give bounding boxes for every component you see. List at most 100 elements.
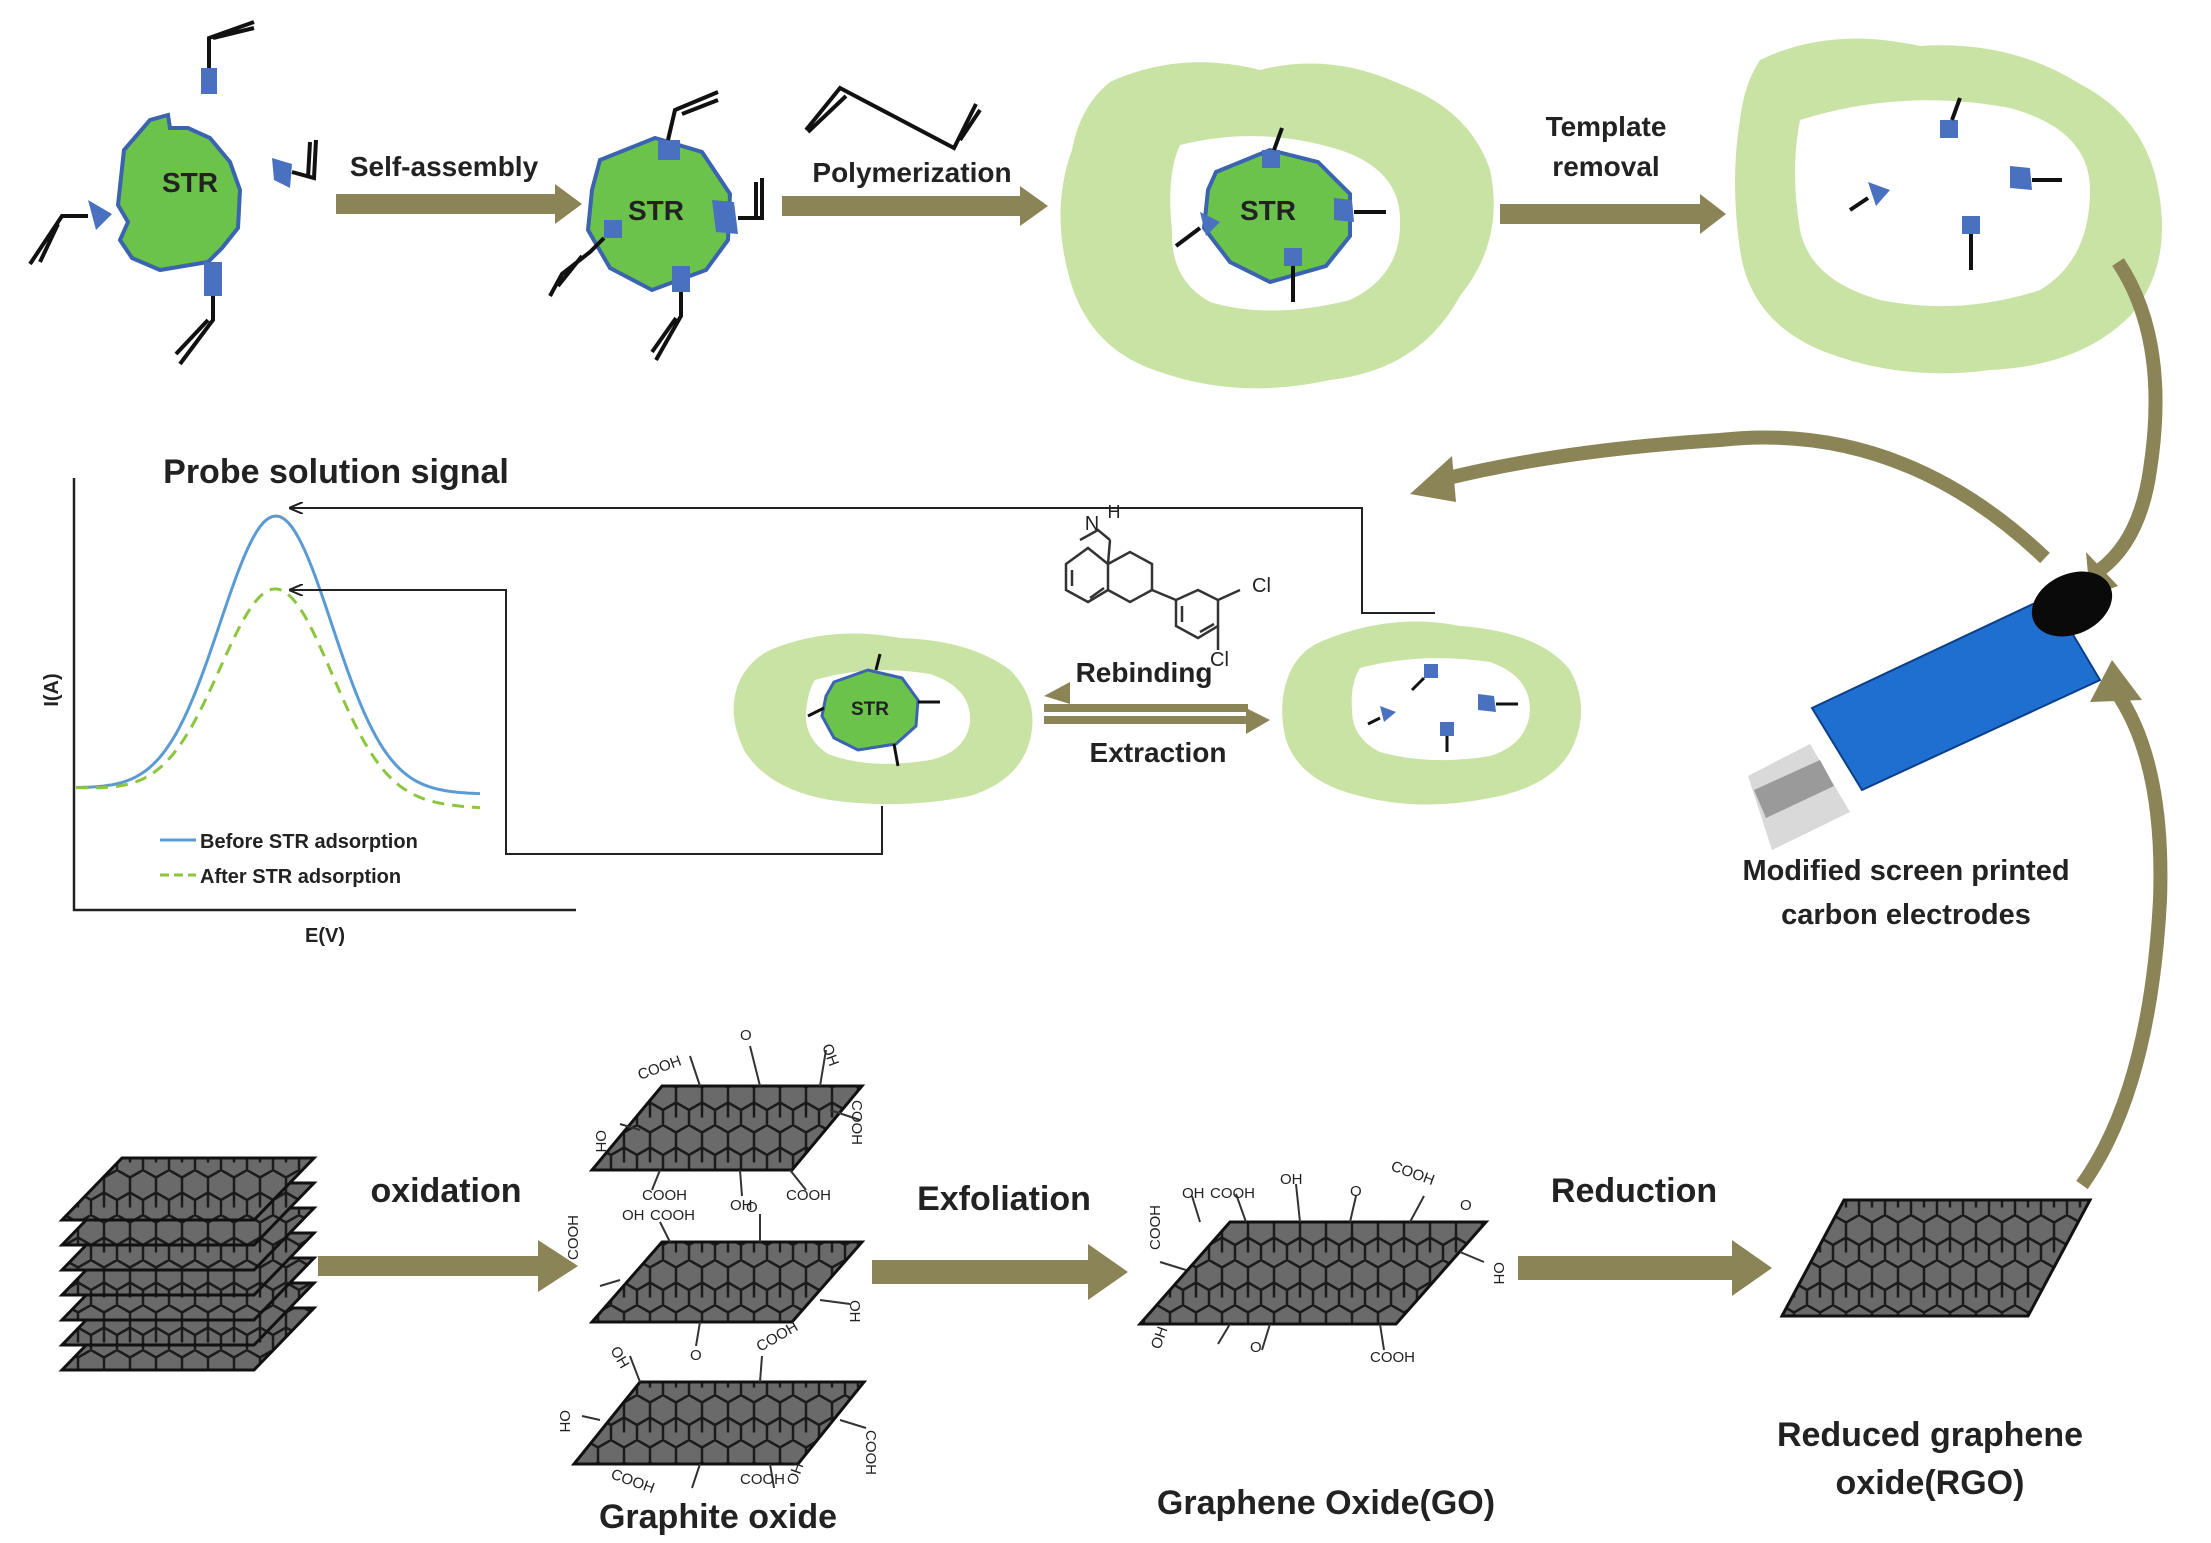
graph-title: Probe solution signal (163, 453, 509, 491)
extracted-polymer (1282, 621, 1582, 805)
rgo-label-1: Reduced graphene (1777, 1416, 2083, 1454)
extraction-arrow (1044, 716, 1248, 724)
str-label-rebound: STR (851, 699, 889, 720)
self-assembly-label: Self-assembly (350, 151, 539, 182)
monomer-top (201, 68, 217, 94)
svg-text:COOH: COOH (754, 1318, 801, 1355)
curve-arrow-to-electrode (2095, 258, 2163, 576)
svg-text:COOH: COOH (650, 1207, 695, 1224)
svg-text:COOH: COOH (642, 1187, 687, 1204)
svg-text:O: O (690, 1347, 702, 1364)
monomer-bottom (204, 262, 222, 296)
legend-before-label: Before STR adsorption (200, 831, 418, 853)
electrode-tip (2031, 571, 2113, 637)
signal-line-after (290, 590, 883, 855)
svg-text:O: O (1350, 1183, 1362, 1200)
svg-text:OH: OH (1490, 1262, 1507, 1285)
svg-text:COOH: COOH (786, 1187, 831, 1204)
graphene-oxide-sheet: OH COOH OH O COOH O OH COOH OH O COOH (1136, 1158, 1507, 1366)
electrode-label-2: carbon electrodes (1781, 899, 2031, 931)
curve-arrow-rgo-to-electrode (2076, 685, 2168, 1190)
svg-text:O: O (1460, 1197, 1472, 1214)
template-removal-label-1: Template (1546, 111, 1667, 142)
str-label-polymer: STR (1240, 195, 1296, 226)
monomer-left (88, 200, 112, 230)
graphite-oxide-stack (570, 1045, 868, 1489)
svg-text:OH: OH (1148, 1324, 1172, 1351)
svg-text:COOH: COOH (1210, 1185, 1255, 1202)
electrode-label-1: Modified screen printed (1742, 855, 2069, 887)
curve-arrow-to-middle (1438, 430, 2050, 564)
svg-text:O: O (746, 1199, 758, 1216)
sertraline-molecule-icon (1064, 528, 1241, 650)
graph-ylabel: I(A) (41, 673, 63, 706)
rebinding-label: Rebinding (1076, 657, 1213, 688)
exfoliation-label: Exfoliation (917, 1180, 1091, 1218)
polymerization-arrow (782, 186, 1048, 226)
svg-text:COOH: COOH (609, 1466, 657, 1497)
template-removal-arrow (1500, 194, 1726, 234)
svg-text:COOH: COOH (848, 1100, 865, 1145)
svg-text:OH: OH (784, 1460, 808, 1487)
extraction-label: Extraction (1090, 737, 1227, 768)
assembled-complex: STR (548, 90, 764, 361)
probe-signal-graph: Probe solution signal I(A) E(V) Before S… (41, 453, 576, 947)
str-label: STR (162, 167, 218, 198)
curve-before (76, 514, 481, 796)
rgo-sheet (1779, 1198, 2093, 1318)
exfoliation-arrow (872, 1244, 1128, 1300)
electrode-body (1810, 594, 2102, 792)
rebinding-arrow (1044, 696, 1248, 712)
svg-text:OH: OH (592, 1130, 609, 1153)
screen-printed-electrode: Modified screen printed carbon electrode… (1742, 571, 2113, 931)
self-assembly-arrow (336, 184, 582, 224)
atom-cl-1: Cl (1252, 575, 1271, 597)
svg-text:OH: OH (1182, 1185, 1205, 1202)
graph-axes (72, 478, 576, 912)
atom-h: H (1108, 502, 1121, 522)
extracted-cavity (1351, 658, 1530, 761)
svg-text:COOH: COOH (636, 1052, 684, 1083)
crosslinker-icon (804, 85, 982, 151)
graphite-oxide-label: Graphite oxide (599, 1498, 837, 1536)
graph-xlabel: E(V) (305, 925, 345, 947)
template-removal-label-2: removal (1552, 151, 1659, 182)
legend-after-label: After STR adsorption (200, 866, 401, 888)
polymerization-label: Polymerization (812, 157, 1011, 188)
oxidation-arrow (318, 1240, 578, 1292)
svg-text:O: O (740, 1027, 752, 1044)
graphite-stack (58, 1156, 318, 1372)
svg-text:COOH: COOH (862, 1430, 879, 1475)
equilibrium-arrows (1044, 682, 1270, 734)
svg-text:OH: OH (1280, 1171, 1303, 1188)
svg-text:COOH: COOH (1389, 1158, 1437, 1189)
imprinted-polymer (1735, 38, 2162, 374)
svg-text:O: O (1250, 1339, 1262, 1356)
imprinted-cavity (1795, 100, 2090, 307)
free-template-complex: STR (28, 20, 318, 366)
svg-text:COOH: COOH (740, 1471, 785, 1488)
reduction-label: Reduction (1551, 1172, 1717, 1210)
str-label-assembled: STR (628, 195, 684, 226)
svg-text:OH: OH (607, 1344, 633, 1372)
svg-text:COOH: COOH (1147, 1205, 1164, 1250)
svg-text:OH: OH (846, 1300, 863, 1323)
reduction-arrow (1518, 1240, 1772, 1296)
svg-text:OH: OH (818, 1042, 842, 1069)
svg-text:COOH: COOH (1370, 1349, 1415, 1366)
atom-cl-2: Cl (1210, 649, 1229, 671)
svg-text:OH: OH (730, 1197, 753, 1214)
monomer-right (272, 158, 292, 188)
curve-after (75, 587, 481, 810)
oxidation-label: oxidation (370, 1172, 521, 1210)
rebound-polymer: STR (733, 633, 1033, 805)
rgo-label-2: oxide(RGO) (1836, 1464, 2025, 1502)
str-template-assembled (585, 135, 733, 293)
svg-text:OH: OH (556, 1410, 573, 1433)
svg-text:OH: OH (622, 1207, 645, 1224)
polymer-with-template: STR (1060, 62, 1494, 389)
svg-text:COOH: COOH (565, 1215, 582, 1260)
signal-line-before (290, 508, 1435, 614)
atom-n: N (1085, 513, 1099, 535)
